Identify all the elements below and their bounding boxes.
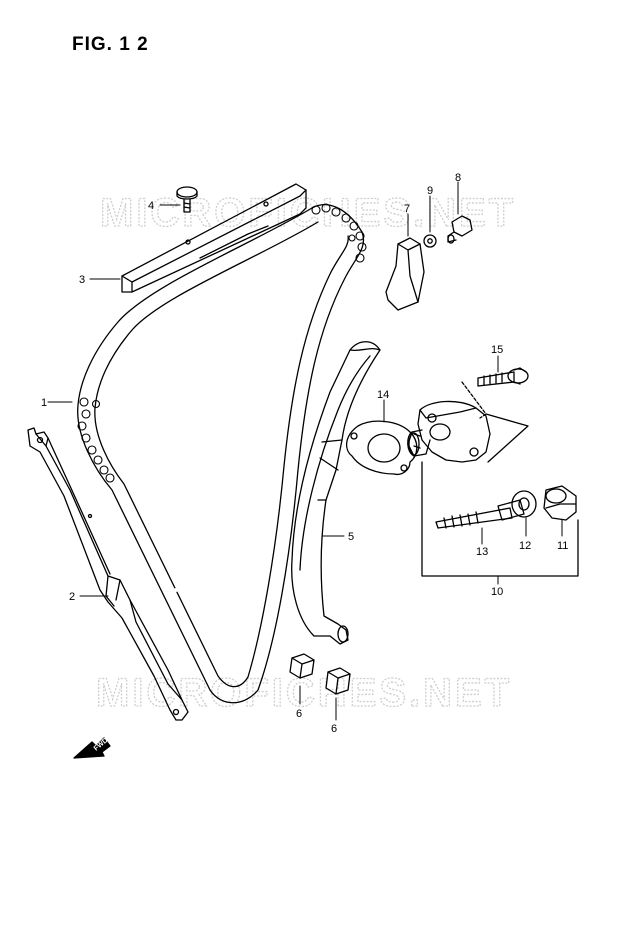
- callout-11: 11: [557, 540, 568, 552]
- top-chain-guide: [121, 183, 307, 293]
- callout-15: 15: [491, 344, 503, 356]
- plug-bolt: [447, 215, 473, 244]
- sealing-washer: [511, 490, 537, 518]
- guide-bolt: [176, 186, 198, 213]
- callout-3: 3: [79, 274, 85, 286]
- callout-4: 4: [148, 200, 154, 212]
- washer: [423, 234, 437, 248]
- tensioner-spring: [435, 499, 525, 529]
- chain-guide-pad: [385, 237, 425, 311]
- callout-7: 7: [404, 203, 410, 215]
- watermark-bottom: MICROFICHES.NET: [96, 671, 512, 715]
- tensioner-body: [407, 400, 491, 463]
- callout-5: 5: [348, 531, 354, 543]
- cap-bolt: [543, 485, 577, 521]
- callout-6-left: 6: [296, 708, 302, 720]
- callout-13: 13: [476, 546, 488, 558]
- chain-damper-left: [289, 653, 315, 679]
- callout-2: 2: [69, 591, 75, 603]
- tensioner-chain-guide: [291, 341, 381, 645]
- callout-1: 1: [41, 397, 47, 409]
- chain-damper-right: [325, 667, 351, 695]
- callout-10: 10: [491, 586, 503, 598]
- figure-title: FIG. 1 2: [72, 34, 149, 55]
- callout-8: 8: [455, 172, 461, 184]
- fwd-arrow-icon: [73, 737, 111, 759]
- callout-9: 9: [427, 185, 433, 197]
- cam-chain: [77, 203, 367, 704]
- tensioner-gasket: [346, 420, 418, 476]
- tensioner-bolt: [477, 367, 529, 387]
- callout-14: 14: [377, 389, 389, 401]
- callout-6-right: 6: [331, 723, 337, 735]
- callout-12: 12: [519, 540, 531, 552]
